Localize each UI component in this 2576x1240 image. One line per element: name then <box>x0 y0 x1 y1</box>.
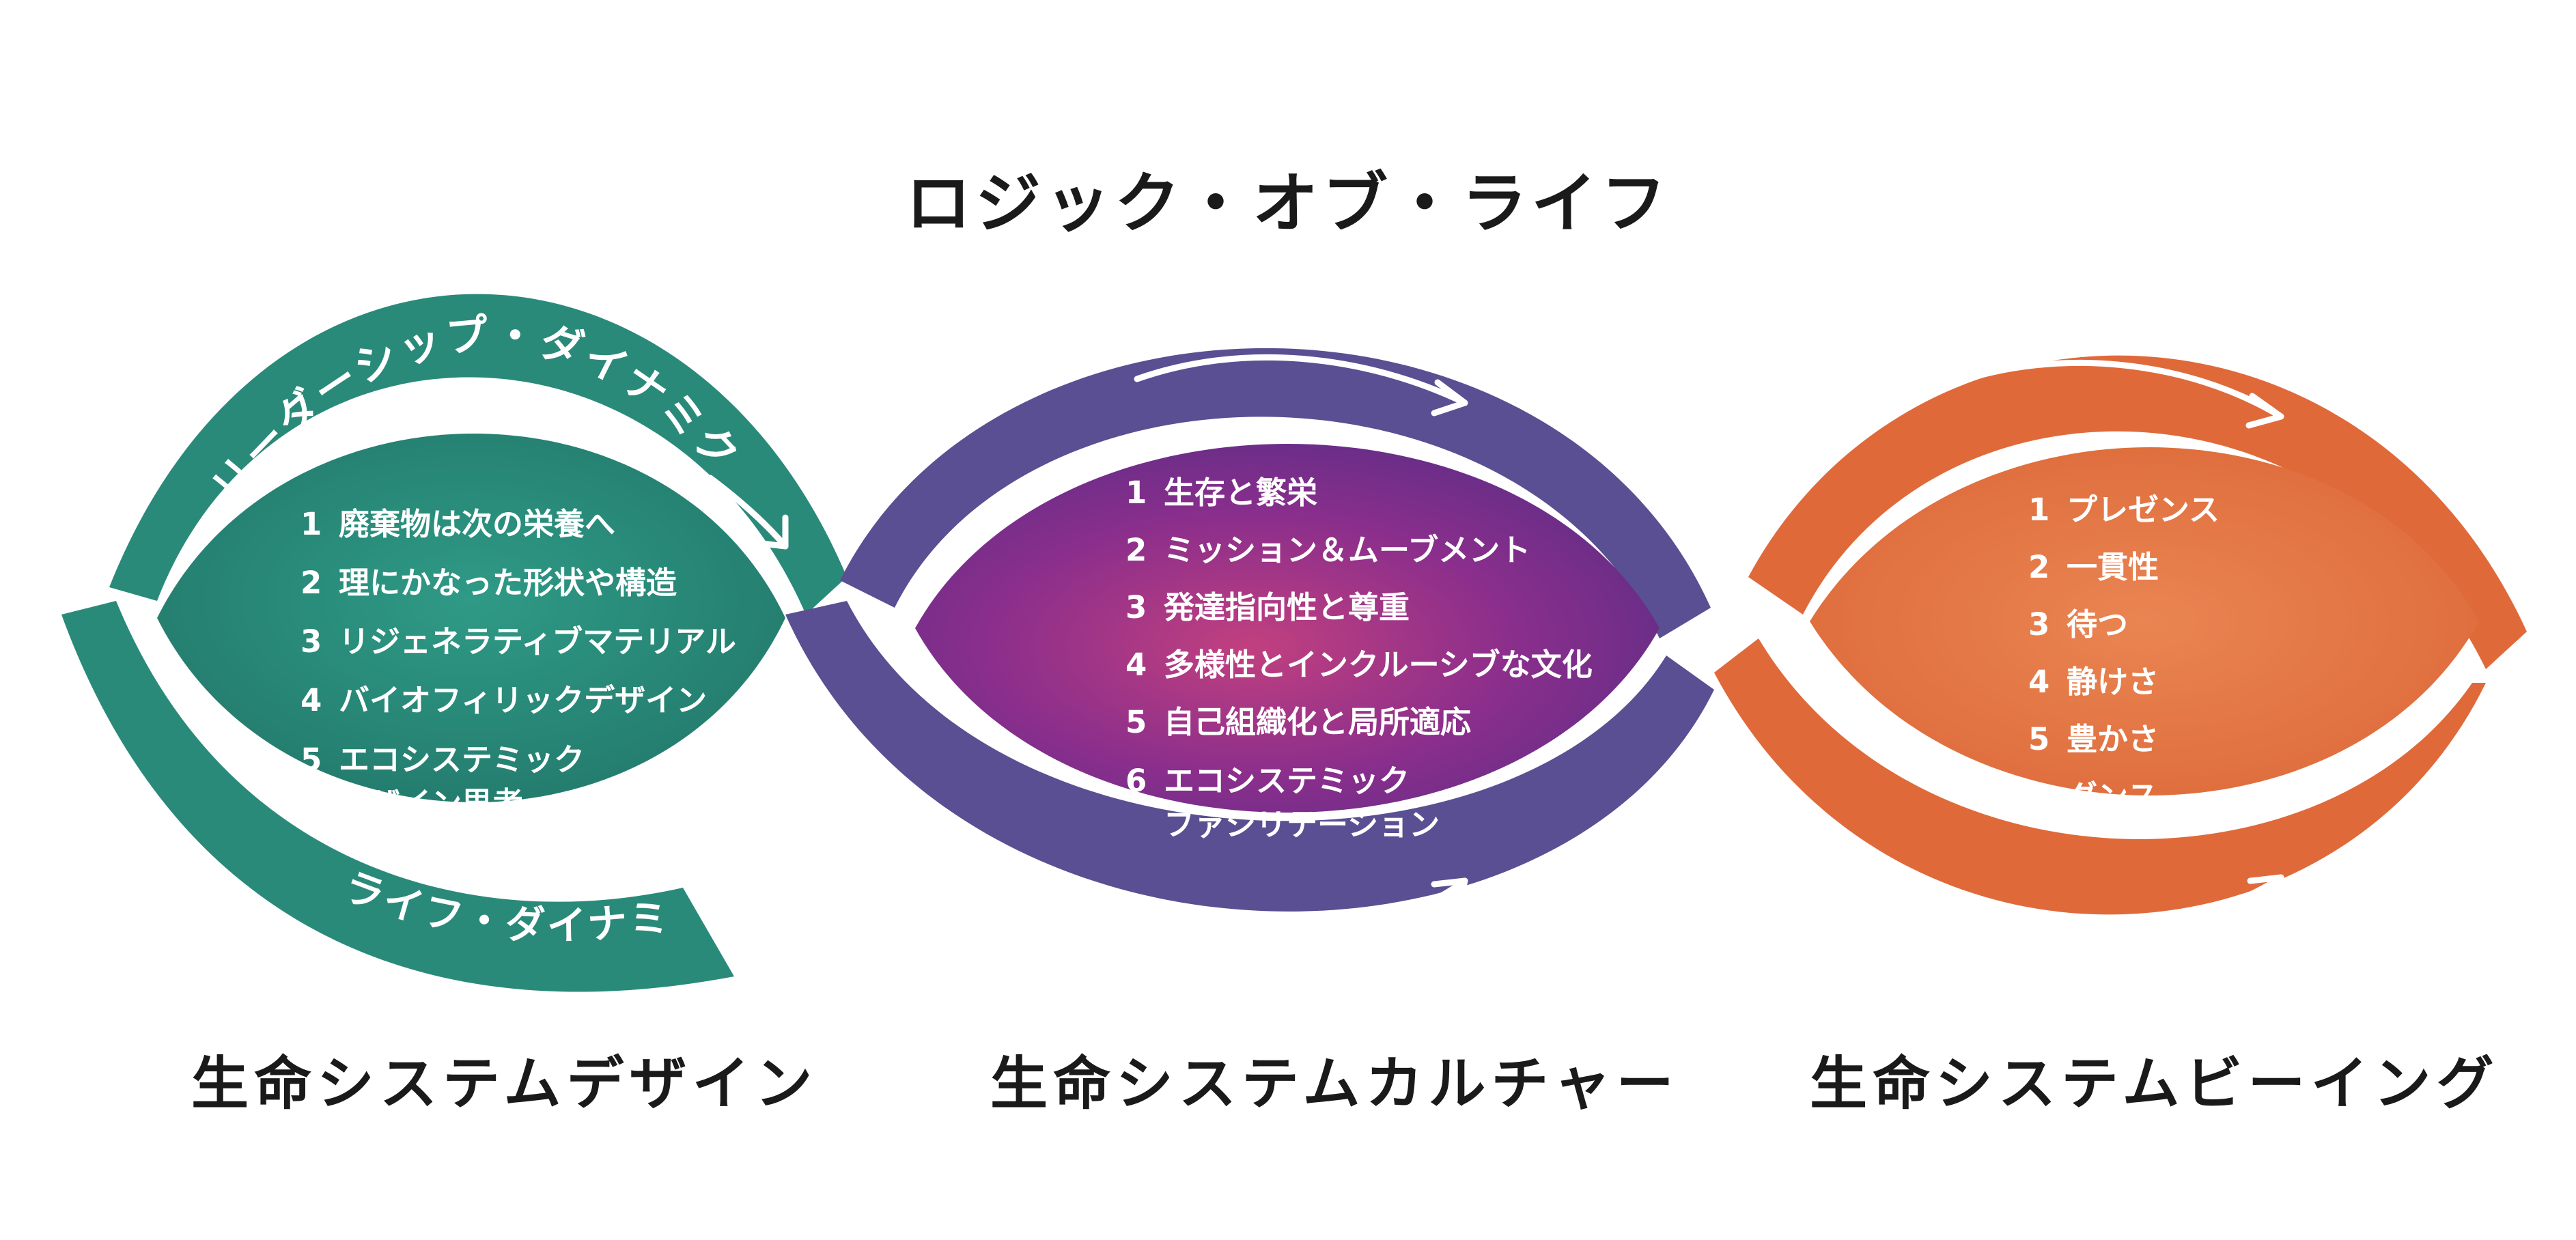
section-caption-culture: 生命システムカルチャー <box>990 1050 1679 1117</box>
arrow-up-right-icon <box>1953 874 2284 931</box>
arrow-right-icon <box>1953 359 2284 429</box>
diagram-title: ロジック・オブ・ライフ <box>905 165 1671 242</box>
purple-section <box>785 348 1714 912</box>
section-caption-being: 生命システムビーイング <box>1810 1050 2500 1117</box>
purple-bottom-band <box>785 601 1714 912</box>
purple-lens <box>915 444 1660 813</box>
orange-section <box>1714 355 2527 915</box>
green-bottom-band <box>61 601 734 992</box>
purple-top-band <box>840 348 1711 638</box>
arrow-up-right-icon <box>710 731 789 802</box>
arrow-up-right-icon <box>1134 877 1468 944</box>
green-top-band <box>109 294 847 615</box>
green-lens <box>157 434 785 802</box>
section-caption-design: 生命システムデザイン <box>191 1050 818 1117</box>
arrow-right-icon <box>707 475 789 550</box>
green-section <box>61 294 847 992</box>
orange-top-band <box>1748 355 2527 669</box>
arrow-right-icon <box>1134 354 1468 417</box>
band-label-top: リーダーシップ・ダイナミクス <box>0 0 750 512</box>
orange-bottom-band <box>1714 638 2486 915</box>
orange-lens <box>1810 447 2479 795</box>
